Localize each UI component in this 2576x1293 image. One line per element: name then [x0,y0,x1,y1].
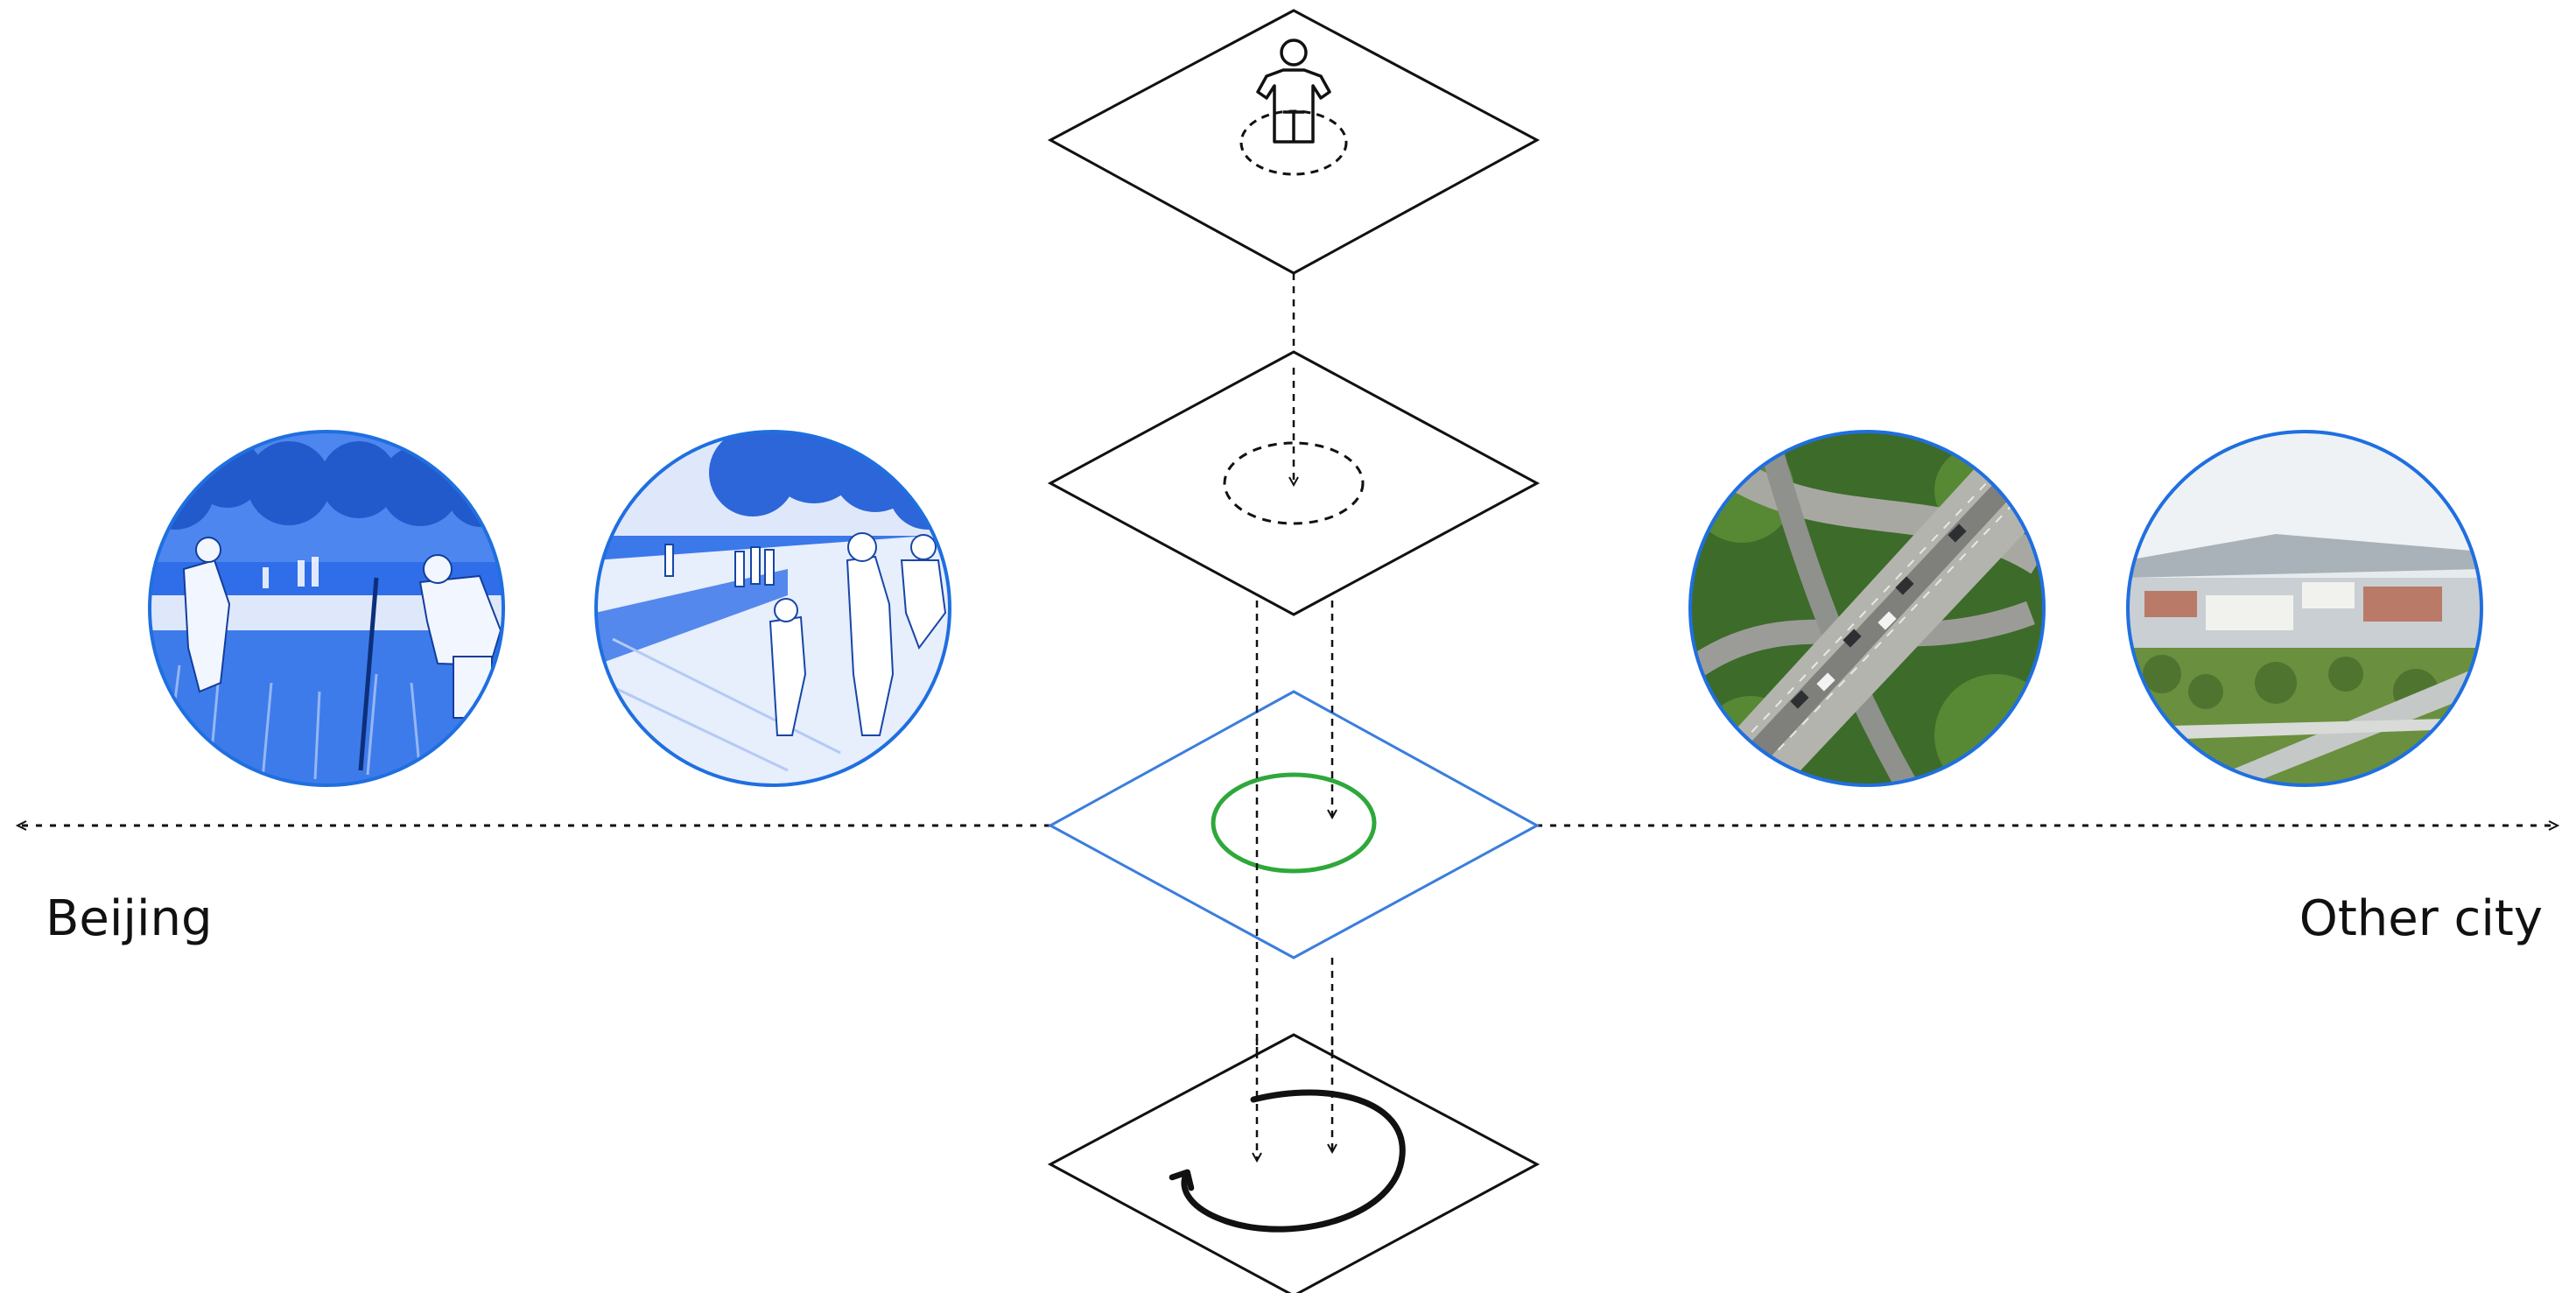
dashed-circle-layer-2 [1223,441,1365,525]
photo-city-aerial-view [2126,430,2483,787]
label-beijing: Beijing [46,890,213,947]
circular-arrow-icon [1169,1089,1406,1233]
photo-highway-interchange-aerial [1688,430,2046,787]
layer-4-plane [1047,1033,1541,1293]
layer-3-plane-highlighted [1047,690,1541,959]
layer-1-plane [1047,9,1541,275]
person-icon [1256,39,1331,144]
photo-family-walking-on-path [594,430,951,787]
green-circle [1211,772,1377,874]
layer-2-plane [1047,350,1541,616]
photo-people-working-in-field [148,430,505,787]
label-other-city: Other city [2299,890,2543,947]
